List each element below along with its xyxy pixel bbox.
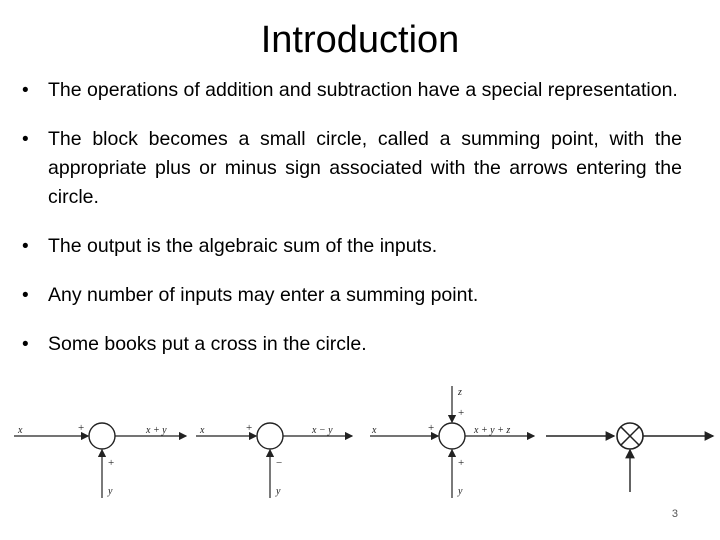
summing-circle: [438, 422, 466, 450]
bullet-item: Any number of inputs may enter a summing…: [18, 281, 682, 310]
page-number: 3: [671, 508, 678, 520]
summing-point-three-inputs: x + z + x + y + z + y: [370, 386, 536, 498]
input-label: y: [457, 486, 463, 497]
summing-circle: [256, 422, 284, 450]
bullet-list: The operations of addition and subtracti…: [18, 76, 682, 379]
bullet-item: The block becomes a small circle, called…: [18, 125, 682, 212]
bullet-item: The output is the algebraic sum of the i…: [18, 232, 682, 261]
input-label: x: [17, 425, 23, 436]
summing-point-diagrams: x + x + y + y x + x − y − y x + z: [14, 386, 715, 498]
input-label: x: [199, 425, 205, 436]
output-label: x − y: [311, 425, 333, 436]
summing-point-addition: x + x + y + y: [14, 422, 188, 498]
sign-label: +: [108, 457, 114, 469]
bullet-item: The operations of addition and subtracti…: [18, 76, 682, 105]
input-label: z: [457, 387, 462, 398]
cross-mark: [620, 426, 640, 446]
sign-label: −: [276, 457, 282, 469]
sign-label: +: [458, 407, 464, 419]
output-label: x + y + z: [473, 425, 510, 436]
summing-point-subtraction: x + x − y − y: [196, 422, 354, 498]
slide-title: Introduction: [260, 19, 460, 61]
sign-label: +: [428, 422, 434, 434]
sign-label: +: [458, 457, 464, 469]
output-label: x + y: [145, 425, 167, 436]
bullet-item: Some books put a cross in the circle.: [18, 330, 682, 359]
sign-label: +: [78, 422, 84, 434]
summing-point-cross-style: [546, 422, 715, 492]
input-label: y: [275, 486, 281, 497]
sign-label: +: [246, 422, 252, 434]
summing-circle: [88, 422, 116, 450]
input-label: y: [107, 486, 113, 497]
input-label: x: [371, 425, 377, 436]
